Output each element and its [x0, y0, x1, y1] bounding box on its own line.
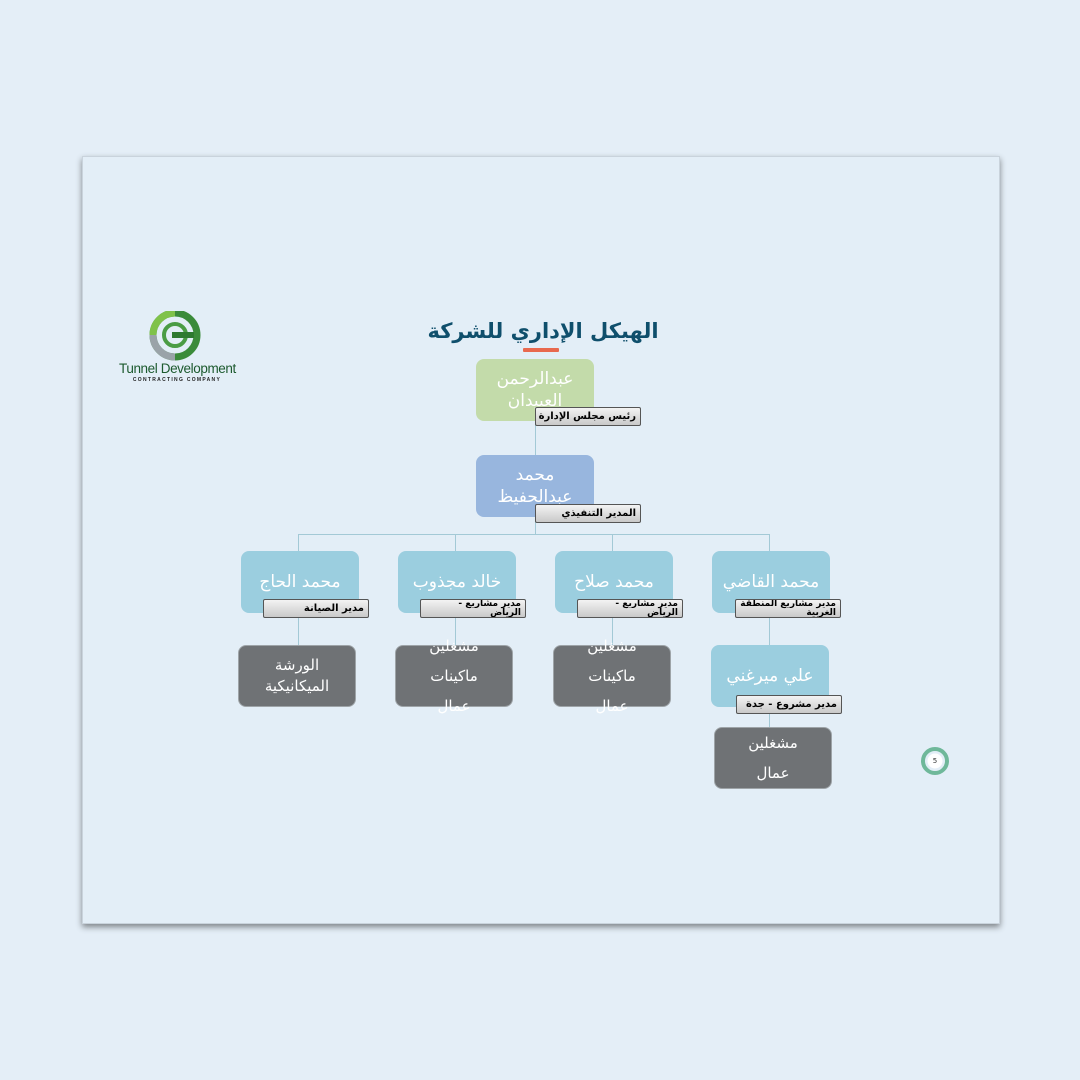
connector-sub-team — [769, 707, 770, 727]
connector-team-3 — [612, 613, 613, 645]
connector-team-2 — [455, 613, 456, 645]
team-line2-3: عمال — [595, 697, 629, 715]
connector-horizontal — [298, 534, 769, 535]
team-line2-1: الميكانيكية — [264, 677, 330, 695]
manager-name-1: محمد الحاج — [259, 572, 341, 592]
chairman-box[interactable]: عبدالرحمن العبيدان — [476, 359, 594, 421]
sub-manager-name: علي ميرغني — [726, 666, 814, 686]
ceo-name: محمد عبدالحفيظ — [497, 465, 573, 507]
team-line2-2: عمال — [437, 697, 471, 715]
page-badge-icon — [921, 747, 949, 775]
team-line1-3: مشغلين ماكينات — [587, 637, 637, 685]
connector-manager-1 — [298, 534, 299, 552]
title-underline — [523, 348, 559, 352]
manager-role-tag-3: مدير مشاريع - الرياض — [577, 599, 683, 618]
sub-team-box[interactable]: مشغلين عمال — [714, 727, 832, 789]
logo-text: Tunnel Development — [119, 361, 236, 376]
logo-emblem-icon — [149, 309, 201, 361]
page-title: الهيكل الإداري للشركة — [427, 319, 659, 343]
connector-ceo-down — [535, 517, 536, 534]
manager-name-4: محمد القاضي — [722, 572, 820, 592]
manager-role-tag-4: مدير مشاريع المنطقة الغربية — [735, 599, 841, 618]
manager-name-2: خالد مجذوب — [412, 572, 502, 592]
team-box-1[interactable]: الورشة الميكانيكية — [238, 645, 356, 707]
connector-manager-4 — [769, 534, 770, 552]
team-box-2[interactable]: مشغلين ماكينات عمال — [395, 637, 513, 715]
chairman-name: عبدالرحمن العبيدان — [496, 369, 574, 411]
connector-manager-3 — [612, 534, 613, 552]
connector-team-1 — [298, 613, 299, 645]
team-line1-1: الورشة — [274, 656, 320, 674]
manager-name-3: محمد صلاح — [574, 572, 654, 592]
team-line1-2: مشغلين ماكينات — [429, 637, 479, 685]
sub-team-line2: عمال — [756, 764, 790, 782]
logo-subtext: CONTRACTING COMPANY — [132, 377, 222, 383]
company-logo: Tunnel Development CONTRACTING COMPANY — [119, 309, 239, 387]
manager-role-tag-1: مدير الصيانة — [263, 599, 369, 618]
slide: Tunnel Development CONTRACTING COMPANY ا… — [82, 156, 1000, 924]
manager-role-tag-2: مدير مشاريع - الرياض — [420, 599, 526, 618]
page-number: 5 — [932, 757, 938, 765]
connector-chairman-ceo — [535, 419, 536, 457]
connector-sub-manager — [769, 613, 770, 645]
team-box-3[interactable]: مشغلين ماكينات عمال — [553, 637, 671, 715]
chairman-role-tag: رئيس مجلس الإدارة — [535, 407, 641, 426]
connector-manager-2 — [455, 534, 456, 552]
page-number-badge: 5 — [919, 745, 951, 777]
sub-team-line1: مشغلين — [748, 734, 798, 752]
ceo-role-tag: المدير التنفيذي — [535, 504, 641, 523]
sub-manager-role-tag: مدير مشروع - جدة — [736, 695, 842, 714]
